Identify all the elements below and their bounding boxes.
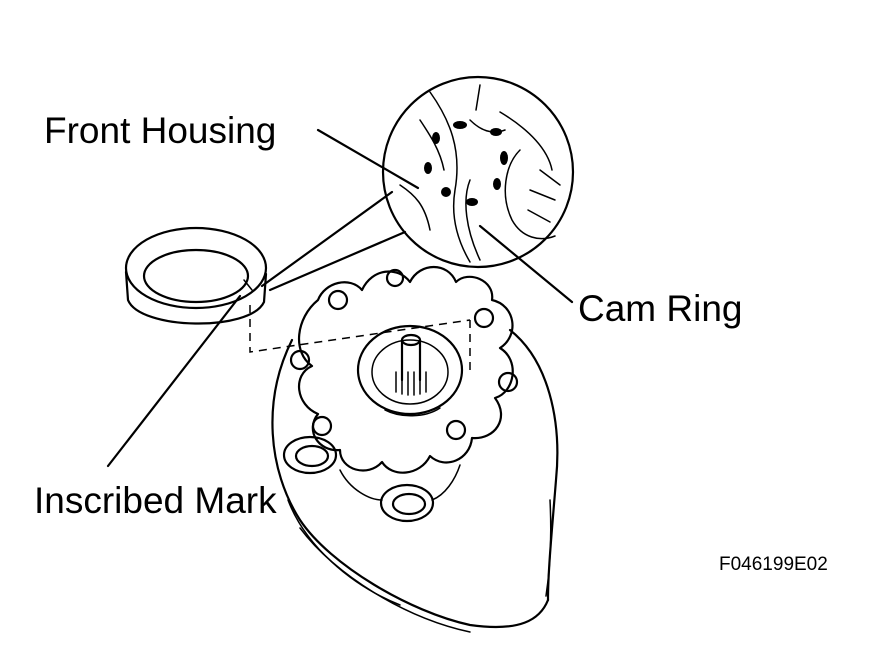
cam-ring-part [289, 266, 519, 474]
leader-cam-ring [478, 224, 574, 304]
leader-front-housing [316, 128, 420, 190]
alignment-lines [249, 305, 471, 370]
label-cam-ring: Cam Ring [578, 288, 743, 329]
outlet-ports [282, 435, 461, 523]
label-front-housing: Front Housing [44, 110, 277, 151]
inscribed-mark-dashes [424, 121, 508, 206]
detail-magnifier [260, 75, 575, 292]
label-inscribed-mark: Inscribed Mark [34, 480, 277, 521]
separate-ring [124, 226, 268, 325]
figure-code: F046199E02 [719, 554, 828, 575]
leader-lines [106, 128, 574, 468]
pump-body [271, 328, 559, 633]
leader-inscribed-mark [106, 294, 242, 468]
